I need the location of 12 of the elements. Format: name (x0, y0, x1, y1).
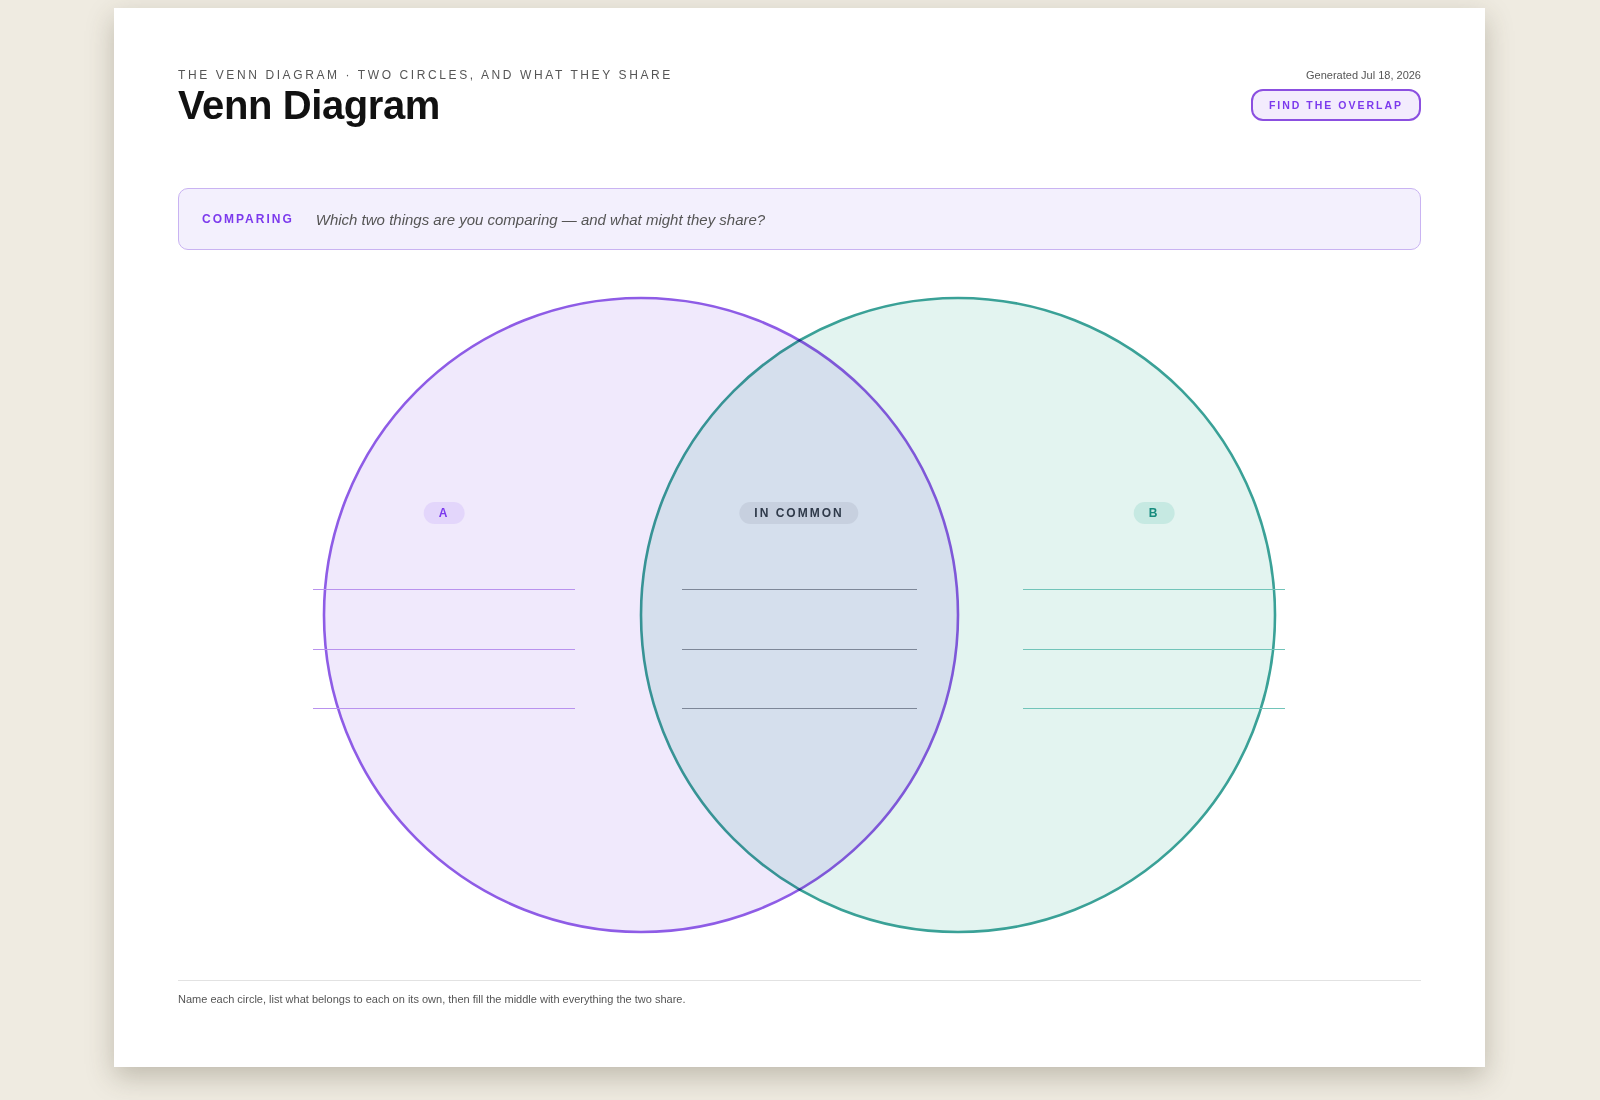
panel-tag: COMPARING (202, 212, 294, 226)
title: Venn Diagram (178, 82, 440, 128)
prompt-panel (178, 188, 1421, 250)
prompt-question: Which two things are you comparing — and what might they share? (315, 210, 766, 228)
find-overlap-button: FIND THE OVERLAP (1250, 89, 1421, 121)
circle-label: A (423, 502, 465, 524)
venn-circle (638, 295, 1278, 935)
subtitle: THE VENN DIAGRAM · TWO CIRCLES, AND WHAT THEY SHARE (178, 68, 673, 82)
caption: Name each circle, list what belongs to each on its own, then fill the middle with everything the two share. (178, 992, 686, 1006)
circle-label: B (1133, 502, 1175, 524)
overlap-label: IN COMMON (739, 502, 859, 524)
generated-date: Generated Jul 18, 2026 (1306, 68, 1421, 82)
